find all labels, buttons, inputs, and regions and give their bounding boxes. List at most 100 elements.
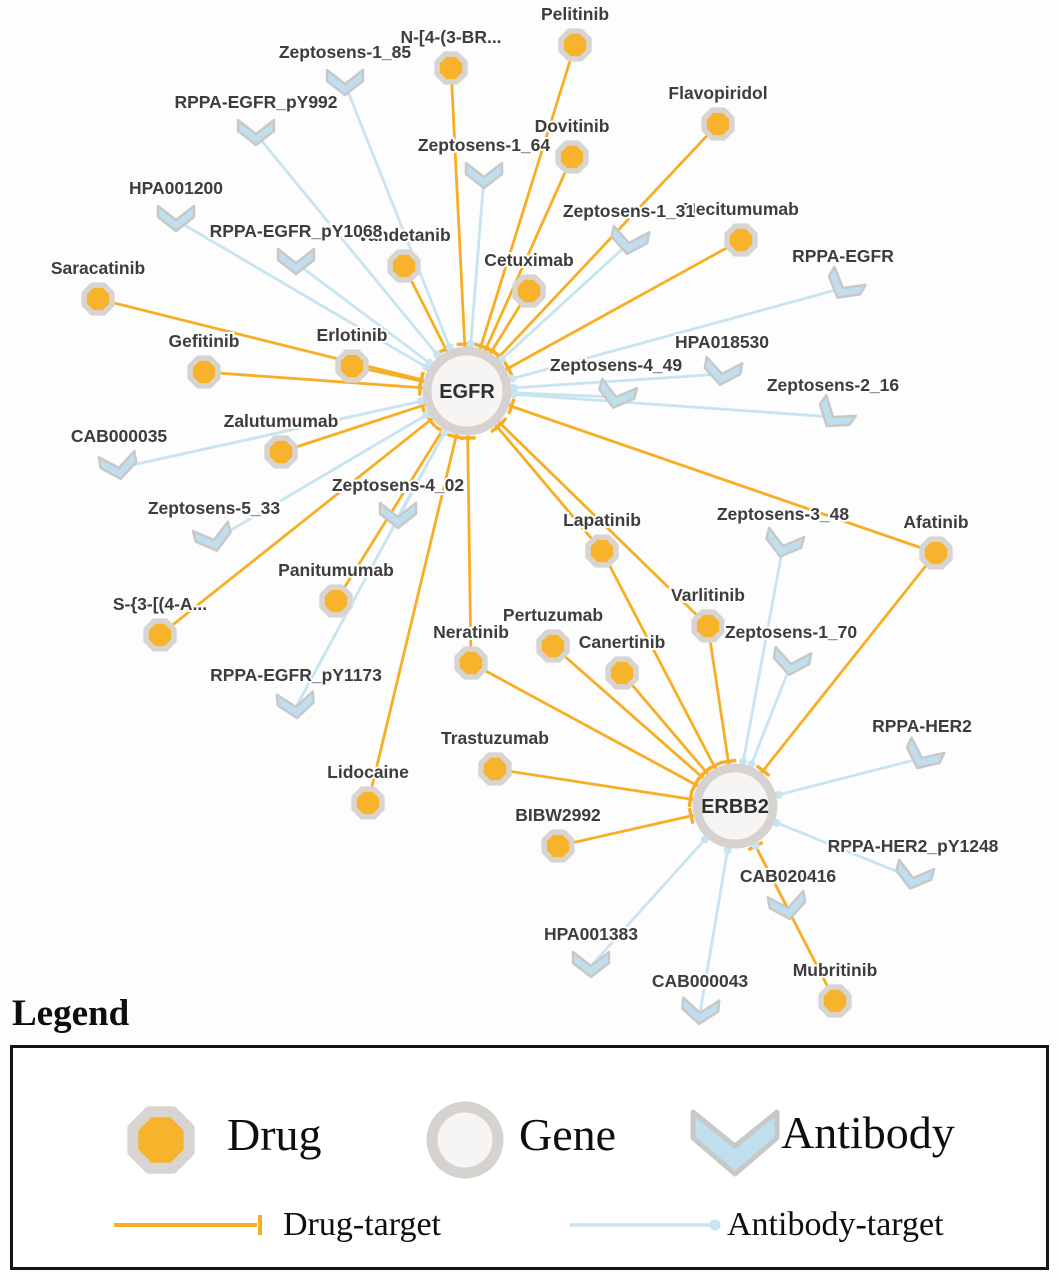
legend-antibody-label: Antibody: [781, 1107, 955, 1158]
drug-target-edge-afatinib: [466, 389, 937, 555]
node-label-vandetanib: Vandetanib: [357, 225, 450, 245]
drug-node-dovitinib[interactable]: [555, 140, 589, 174]
drug-node-panitumumab[interactable]: [319, 584, 353, 618]
antibody-target-edge-rppa_egfr_py992: [254, 133, 469, 392]
drug-node-zalutumumab[interactable]: [264, 435, 298, 469]
node-label-rppa_egfr_py1173: RPPA-EGFR_pY1173: [210, 665, 382, 685]
antibody-node-zep_3_48[interactable]: [763, 526, 806, 561]
antibody-target-edge-cab000035: [118, 389, 468, 470]
antibody-node-rppa_her2[interactable]: [901, 736, 946, 776]
gene-node-erbb2[interactable]: [692, 763, 778, 849]
antibody-node-cab000035[interactable]: [97, 449, 139, 482]
tee-marker: [484, 345, 500, 357]
legend-title: Legend: [12, 993, 130, 1034]
antibody-node-zep_1_31[interactable]: [609, 224, 651, 257]
antibody-node-hpa001383[interactable]: [571, 950, 611, 979]
antibody-node-zep_2_16[interactable]: [812, 393, 858, 436]
drug-target-edge-saracatinib: [97, 297, 468, 393]
node-label-hpa001200: HPA001200: [129, 178, 223, 198]
node-label-zep_4_02: Zeptosens-4_02: [332, 475, 465, 495]
node-label-rppa_her2_py1248: RPPA-HER2_pY1248: [828, 836, 999, 856]
drug-target-edge-afatinib: [733, 552, 938, 807]
drug-node-saracatinib[interactable]: [81, 282, 115, 316]
node-label-zalutumumab: Zalutumumab: [224, 411, 339, 431]
gene-label-erbb2: ERBB2: [701, 796, 769, 818]
legend-drug-target-label: Drug-target: [283, 1206, 441, 1243]
legend-gene-label: Gene: [519, 1109, 617, 1160]
node-label-zep_3_48: Zeptosens-3_48: [717, 504, 850, 524]
drug-node-pertuzumab[interactable]: [536, 629, 570, 663]
drug-node-trastuzumab[interactable]: [478, 752, 512, 786]
drug-node-gefitinib[interactable]: [187, 355, 221, 389]
drug-node-canertinib[interactable]: [605, 656, 639, 690]
node-label-zep_1_64: Zeptosens-1_64: [418, 135, 551, 155]
drug-node-flavopiridol[interactable]: [701, 107, 735, 141]
antibody-node-zep_4_02[interactable]: [378, 501, 418, 530]
antibody-node-hpa018530[interactable]: [702, 355, 744, 388]
tee-marker: [502, 360, 514, 377]
node-label-lapatinib: Lapatinib: [563, 510, 641, 530]
node-label-lidocaine: Lidocaine: [327, 762, 409, 782]
drug-node-necitumumab[interactable]: [724, 223, 758, 257]
node-label-canertinib: Canertinib: [579, 632, 666, 652]
node-label-cab020416: CAB020416: [740, 866, 837, 886]
antibody-node-zep_1_70[interactable]: [771, 645, 813, 678]
antibody-node-zep_5_33[interactable]: [191, 520, 234, 555]
drug-node-bibw2992[interactable]: [541, 829, 575, 863]
gene-node-egfr[interactable]: [422, 346, 512, 436]
antibody-node-rppa_egfr[interactable]: [822, 265, 867, 307]
node-label-rppa_egfr_py992: RPPA-EGFR_pY992: [174, 92, 337, 112]
drug-target-edge-s3_4a: [159, 389, 468, 637]
antibody-target-edge-zep_2_16: [466, 389, 834, 419]
drug-node-varlitinib[interactable]: [691, 609, 725, 643]
antibody-target-edge-rppa_egfr_py1173: [294, 390, 469, 708]
antibody-node-zep_4_49[interactable]: [596, 377, 639, 412]
drug-node-pelitinib[interactable]: [558, 28, 592, 62]
node-label-cab000043: CAB000043: [652, 971, 749, 991]
antibody-target-edge-rppa_egfr: [466, 286, 844, 393]
node-label-panitumumab: Panitumumab: [278, 560, 394, 580]
antibody-node-zep_1_85[interactable]: [325, 68, 365, 97]
drug-node-erlotinib[interactable]: [335, 349, 369, 383]
dot-marker: [774, 790, 783, 799]
drug-node-mubritinib[interactable]: [818, 984, 852, 1018]
drug-node-afatinib[interactable]: [919, 536, 953, 570]
antibody-target-edge-hpa001200: [175, 218, 468, 393]
labels-layer: PelitinibN-[4-(3-BR...DovitinibFlavopiri…: [49, 2, 1001, 993]
antibody-node-zep_1_64[interactable]: [464, 161, 504, 190]
drug-node-neratinib[interactable]: [454, 646, 488, 680]
gene-icon: [426, 1101, 504, 1179]
node-label-cetuximab: Cetuximab: [484, 250, 573, 270]
drug-icon: [127, 1106, 195, 1174]
antibody-node-hpa001200[interactable]: [156, 204, 196, 233]
drug-node-vandetanib[interactable]: [387, 249, 421, 283]
node-label-zep_1_85: Zeptosens-1_85: [279, 42, 412, 62]
drug-node-lapatinib[interactable]: [585, 534, 619, 568]
node-label-erlotinib: Erlotinib: [317, 325, 388, 345]
antibody-node-rppa_egfr_py992[interactable]: [236, 118, 276, 147]
tee-marker: [493, 416, 508, 431]
legend-box: Drug Gene Antibody Drug-target Antibody-…: [10, 1045, 1049, 1270]
edge-markers-layer: [417, 340, 783, 855]
antibody-node-cab000043[interactable]: [681, 996, 721, 1026]
node-label-pertuzumab: Pertuzumab: [503, 605, 603, 625]
node-label-n4_3br: N-[4-(3-BR...: [400, 27, 501, 47]
node-label-s3_4a: S-{3-[(4-A...: [113, 594, 207, 614]
antibody-node-cab020416[interactable]: [766, 889, 808, 922]
drug-node-s3_4a[interactable]: [143, 618, 177, 652]
drug-target-edge-necitumumab: [466, 238, 742, 393]
dot-marker: [723, 846, 732, 855]
drug-node-lidocaine[interactable]: [351, 786, 385, 820]
node-label-rppa_egfr: RPPA-EGFR: [792, 246, 894, 266]
dot-marker: [509, 383, 518, 392]
drug-node-cetuximab[interactable]: [512, 274, 546, 308]
drug-node-n4_3br[interactable]: [434, 51, 468, 85]
node-label-dovitinib: Dovitinib: [535, 116, 610, 136]
antibody-node-rppa_egfr_py1173[interactable]: [275, 690, 315, 720]
node-label-necitumumab: Necitumumab: [683, 199, 799, 219]
antibody-node-rppa_her2_py1248[interactable]: [893, 858, 936, 893]
node-label-mubritinib: Mubritinib: [793, 960, 878, 980]
antibody-node-rppa_egfr_py1068[interactable]: [276, 247, 316, 276]
antibody-icon: [690, 1109, 780, 1177]
